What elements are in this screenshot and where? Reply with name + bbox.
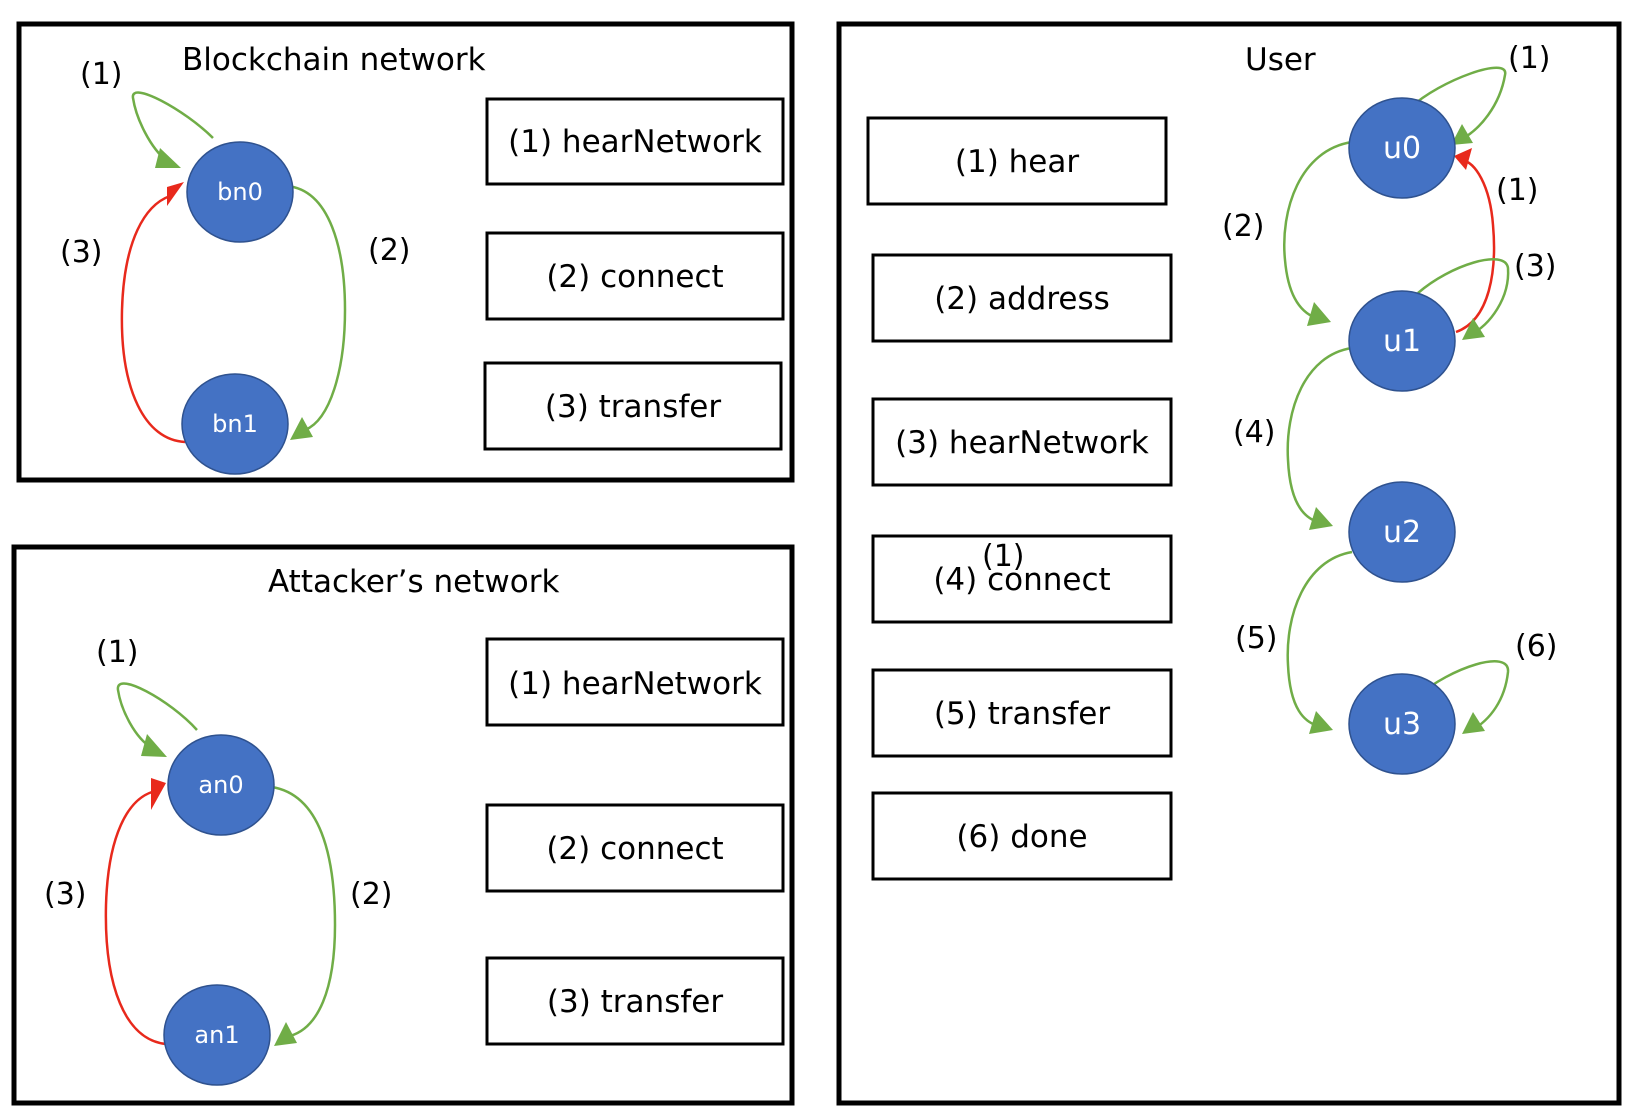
attacker-legend-text-2: (2) connect <box>546 831 723 867</box>
blockchain-edge-bn1-bn0 <box>120 194 186 444</box>
user-edge-u2-u3 <box>1286 550 1353 728</box>
user-node-label-u3: u3 <box>1383 707 1421 742</box>
user-legend-text-4: (4) connect <box>933 562 1110 598</box>
user-legend-text-6: (6) done <box>956 819 1087 855</box>
blockchain-edge-self-bn0 <box>131 91 214 163</box>
attacker-edge-an1-an0 <box>104 790 167 1046</box>
user-legend-text-2: (2) address <box>934 281 1110 317</box>
user-panel-frame <box>836 21 1622 1106</box>
user-legend-text-3: (3) hearNetwork <box>895 425 1149 461</box>
user-panel-title: User <box>1245 42 1316 78</box>
user-node-label-u0: u0 <box>1383 131 1421 166</box>
attacker-panel-frame <box>11 544 795 1106</box>
user-node-u3 <box>1348 673 1456 775</box>
arrowhead <box>290 417 313 440</box>
attacker-legend-text-3: (3) transfer <box>547 984 723 1020</box>
blockchain-edge-label-bn0-bn1: (2) <box>368 233 411 268</box>
attacker-legend-box-1 <box>485 637 785 727</box>
blockchain-edge-bn0-bn1 <box>286 184 347 432</box>
attacker-panel-title: Attacker’s network <box>268 564 559 600</box>
blockchain-legend-text-2: (2) connect <box>546 259 723 295</box>
blockchain-edge-label-bn1-bn0: (3) <box>60 235 103 270</box>
arrowhead <box>1462 712 1485 734</box>
attacker-edge-label-an1-an0: (3) <box>44 877 87 912</box>
attacker-node-label-an0: an0 <box>198 771 243 799</box>
user-stray-label: (1) <box>982 539 1025 574</box>
user-edge-label-self-u0: (1) <box>1508 41 1551 76</box>
user-node-label-u1: u1 <box>1383 324 1421 359</box>
arrowhead <box>151 778 166 810</box>
blockchain-legend-box-2 <box>485 231 785 321</box>
blockchain-node-bn1 <box>181 373 289 475</box>
blockchain-legend-text-3: (3) transfer <box>545 389 721 425</box>
arrowhead <box>155 148 181 168</box>
user-node-u2 <box>1348 481 1456 583</box>
user-edge-label-u2-u3: (5) <box>1235 621 1278 656</box>
attacker-node-label-an1: an1 <box>194 1021 239 1049</box>
user-legend-text-5: (5) transfer <box>934 696 1110 732</box>
blockchain-node-label-bn0: bn0 <box>217 178 263 206</box>
user-edge-label-u0-u1: (2) <box>1222 209 1265 244</box>
blockchain-legend-box-1 <box>485 97 785 186</box>
attacker-edge-label-an0-an1: (2) <box>350 877 393 912</box>
user-legend-box-6 <box>871 791 1173 881</box>
arrowhead <box>1462 318 1485 340</box>
user-edge-label-u1-u2: (4) <box>1233 415 1276 450</box>
user-node-u1 <box>1348 290 1456 392</box>
user-edge-self-u3 <box>1417 660 1510 732</box>
arrowhead <box>1309 711 1333 734</box>
attacker-legend-box-3 <box>485 956 785 1046</box>
blockchain-legend-box-3 <box>483 361 783 451</box>
user-legend-box-1 <box>866 116 1168 206</box>
blockchain-edge-label-self-bn0: (1) <box>80 57 123 92</box>
user-legend-box-3 <box>871 397 1173 487</box>
blockchain-legend-text-1: (1) hearNetwork <box>508 124 762 160</box>
user-legend-text-1: (1) hear <box>955 144 1079 180</box>
user-legend-box-5 <box>871 668 1173 758</box>
arrowhead <box>1454 148 1472 170</box>
attacker-node-an1 <box>163 984 271 1086</box>
blockchain-panel-title: Blockchain network <box>182 42 486 78</box>
user-panel: User (1) hear (2) address (3) hearNetwor… <box>836 21 1622 1106</box>
arrowhead <box>1309 507 1333 530</box>
user-node-u0 <box>1348 97 1456 199</box>
attacker-node-an0 <box>167 734 275 836</box>
user-edge-label-u1-u0: (1) <box>1496 173 1539 208</box>
attacker-edge-an0-an1 <box>271 785 337 1038</box>
attacker-legend-box-2 <box>485 803 785 893</box>
blockchain-node-bn0 <box>186 141 294 243</box>
arrowhead <box>141 734 167 757</box>
user-legend-box-4 <box>871 534 1173 624</box>
user-legend-box-2 <box>871 253 1173 343</box>
attacker-legend-text-1: (1) hearNetwork <box>508 666 762 702</box>
attacker-network-panel: Attacker’s network (1) hearNetwork (2) c… <box>11 544 795 1106</box>
user-edge-label-self-u1: (3) <box>1514 249 1557 284</box>
attacker-edge-self-an0 <box>116 682 198 750</box>
blockchain-network-panel: Blockchain network (1) hearNetwork (2) c… <box>16 21 795 483</box>
arrowhead <box>1451 124 1473 145</box>
attacker-edge-label-self-an0: (1) <box>96 635 139 670</box>
user-edge-u1-u0 <box>1455 158 1496 334</box>
arrowhead <box>1307 302 1331 326</box>
arrowhead <box>167 182 184 206</box>
user-edge-label-self-u3: (6) <box>1515 629 1558 664</box>
blockchain-panel-frame <box>16 21 795 483</box>
arrowhead <box>274 1022 297 1046</box>
user-edge-u1-u2 <box>1286 346 1353 524</box>
blockchain-node-label-bn1: bn1 <box>212 410 258 438</box>
user-node-label-u2: u2 <box>1383 515 1421 550</box>
user-edge-self-u1 <box>1417 258 1510 337</box>
user-edge-self-u0 <box>1409 66 1507 142</box>
user-edge-u0-u1 <box>1283 140 1353 320</box>
